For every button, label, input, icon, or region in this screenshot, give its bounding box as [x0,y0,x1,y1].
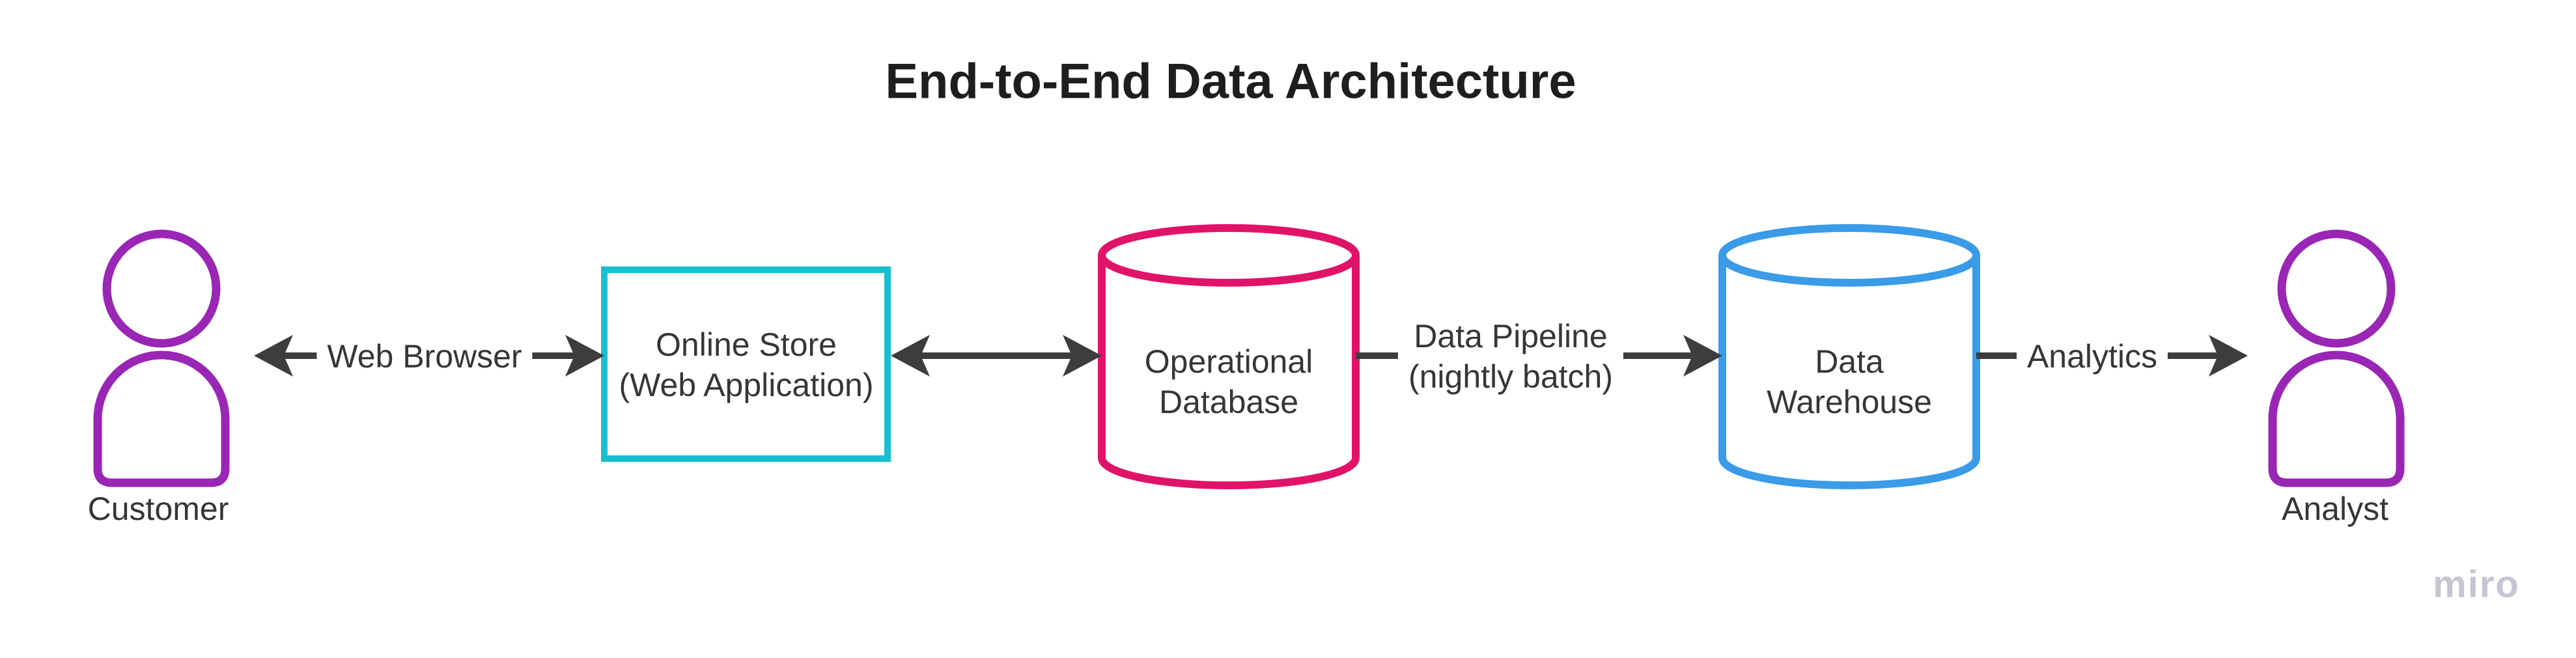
operational-database-cylinder[interactable] [1098,224,1360,489]
online-store-label-line2: (Web Application) [619,367,874,403]
data-warehouse-label-line1: Data [1815,343,1884,380]
online-store-label-line1: Online Store [656,326,837,363]
data-warehouse-label: Data Warehouse [1767,341,1932,422]
data-warehouse-label-line2: Warehouse [1767,384,1932,420]
miro-watermark: miro [2433,563,2520,606]
data-pipeline-edge-label-line2: (nightly batch) [1408,358,1614,395]
analyst-label: Analyst [2282,491,2388,527]
operational-database-label-line1: Operational [1144,343,1313,380]
data-warehouse-cylinder[interactable] [1718,224,1980,489]
customer-label: Customer [87,491,229,527]
data-pipeline-edge-label-line1: Data Pipeline [1414,318,1608,354]
analytics-edge-label: Analytics [2016,336,2168,377]
operational-database-label-line2: Database [1158,384,1299,420]
store-database-arrow[interactable] [891,335,1102,377]
web-browser-edge-label: Web Browser [316,336,533,377]
diagram-title: End-to-End Data Architecture [885,53,1576,109]
online-store-label: Online Store (Web Application) [619,324,874,405]
customer-person-icon[interactable] [93,229,230,487]
analyst-person-icon[interactable] [2268,229,2405,487]
online-store-box[interactable] [601,266,891,462]
data-pipeline-edge-label: Data Pipeline (nightly batch) [1397,316,1624,397]
operational-database-label: Operational Database [1145,341,1313,422]
